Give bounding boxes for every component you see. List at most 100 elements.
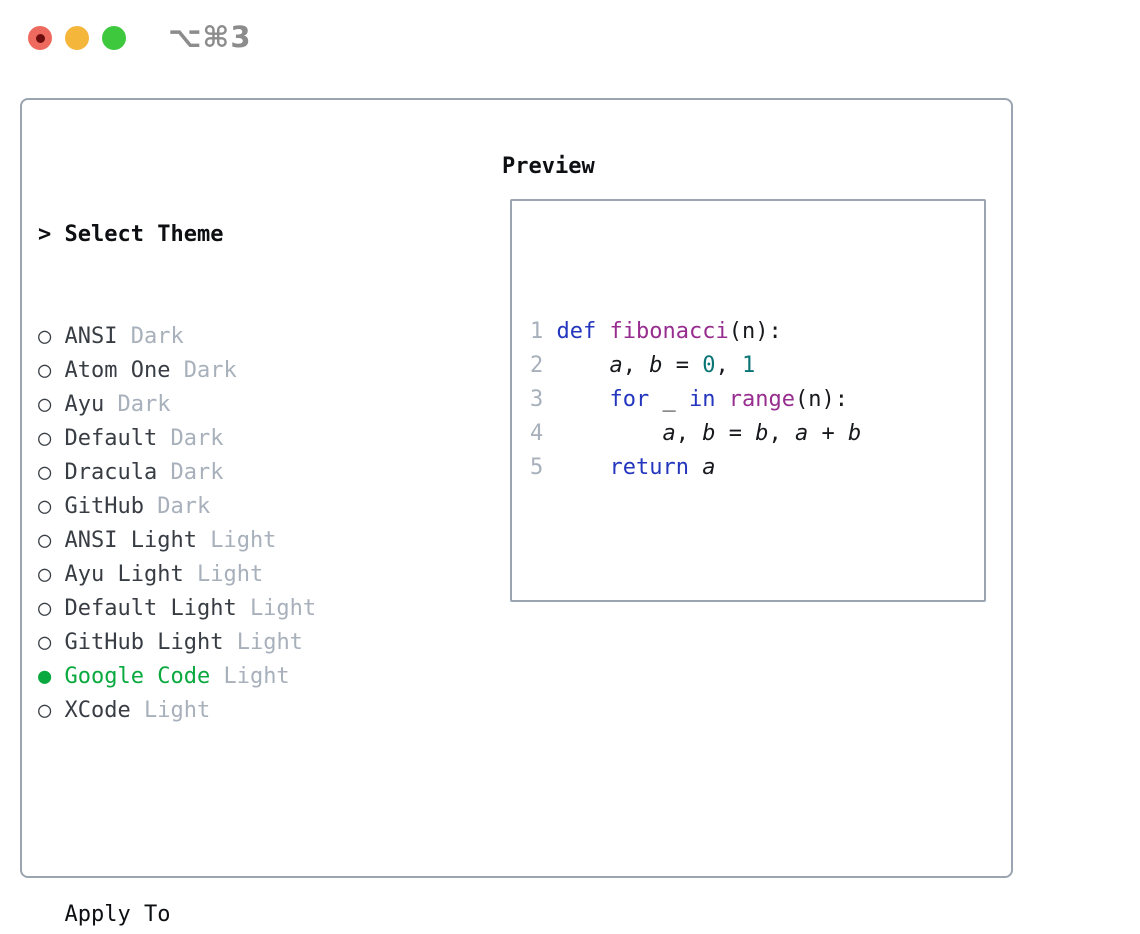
code-line-1: 1 def fibonacci(n): bbox=[530, 315, 984, 349]
theme-variant: Dark bbox=[117, 392, 171, 417]
code-line-5: 5 return a bbox=[530, 451, 984, 485]
code-token: ): bbox=[821, 387, 848, 412]
theme-name: Ayu Light bbox=[64, 562, 184, 587]
code-token: a bbox=[794, 421, 809, 446]
theme-variant: Dark bbox=[157, 494, 211, 519]
code-line-2: 2 a, b = 0, 1 bbox=[530, 349, 984, 383]
theme-name: Default Light bbox=[64, 596, 237, 621]
theme-option-ansi-dark[interactable]: ○ ANSI Dark bbox=[38, 320, 458, 354]
code-token: n bbox=[741, 319, 756, 344]
theme-name: GitHub bbox=[64, 494, 144, 519]
code-line-4: 4 a, b = b, a + b bbox=[530, 417, 984, 451]
traffic-lights bbox=[28, 26, 126, 50]
radio-unselected-icon: ○ bbox=[38, 358, 52, 383]
select-theme-label: Select Theme bbox=[64, 222, 224, 247]
theme-option-default-light-light[interactable]: ○ Default Light Light bbox=[38, 592, 458, 626]
code-token: in bbox=[688, 387, 716, 412]
code-token: range bbox=[728, 387, 795, 412]
theme-option-dracula-dark[interactable]: ○ Dracula Dark bbox=[38, 456, 458, 490]
theme-list: ○ ANSI Dark○ Atom One Dark○ Ayu Dark○ De… bbox=[38, 320, 458, 728]
theme-variant: Dark bbox=[170, 426, 224, 451]
theme-variant: Dark bbox=[170, 460, 224, 485]
code-token: ): bbox=[755, 319, 782, 344]
theme-option-github-light-light[interactable]: ○ GitHub Light Light bbox=[38, 626, 458, 660]
code-token: , bbox=[622, 353, 650, 378]
close-button[interactable] bbox=[28, 26, 52, 50]
code-token: return bbox=[609, 455, 689, 480]
code-token: for bbox=[609, 387, 650, 412]
code-token bbox=[557, 387, 610, 412]
code-token bbox=[557, 353, 610, 378]
radio-unselected-icon: ○ bbox=[38, 562, 52, 587]
theme-option-ansi-light-light[interactable]: ○ ANSI Light Light bbox=[38, 524, 458, 558]
theme-name: ANSI Light bbox=[64, 528, 197, 553]
code-token: , bbox=[768, 421, 795, 446]
theme-name: Atom One bbox=[64, 358, 171, 383]
theme-option-atom-one-dark[interactable]: ○ Atom One Dark bbox=[38, 354, 458, 388]
theme-variant: Dark bbox=[183, 358, 237, 383]
radio-unselected-icon: ○ bbox=[38, 324, 52, 349]
spacer bbox=[38, 796, 458, 830]
code-token: = bbox=[662, 353, 703, 378]
line-number: 1 bbox=[530, 319, 544, 344]
theme-variant: Light bbox=[236, 630, 303, 655]
code-token: b bbox=[755, 421, 769, 446]
window-titlebar: ⌥⌘3 bbox=[0, 0, 1140, 70]
code-token: b bbox=[847, 421, 862, 446]
code-token: ( bbox=[794, 387, 809, 412]
theme-variant: Light bbox=[223, 664, 290, 689]
code-token: ( bbox=[728, 319, 742, 344]
theme-option-github-dark[interactable]: ○ GitHub Dark bbox=[38, 490, 458, 524]
code-token: b bbox=[649, 353, 663, 378]
radio-unselected-icon: ○ bbox=[38, 392, 52, 417]
theme-option-xcode-light[interactable]: ○ XCode Light bbox=[38, 694, 458, 728]
code-token: n bbox=[808, 387, 822, 412]
theme-picker-panel: > Select Theme ○ ANSI Dark○ Atom One Dar… bbox=[20, 98, 1013, 927]
radio-unselected-icon: ○ bbox=[38, 494, 52, 519]
code-token: def bbox=[556, 319, 597, 344]
code-token: a bbox=[662, 421, 676, 446]
spacer bbox=[530, 553, 984, 587]
theme-name: Google Code bbox=[64, 664, 211, 689]
preview-title: Preview bbox=[502, 154, 595, 179]
line-number: 5 bbox=[530, 455, 544, 480]
zoom-button[interactable] bbox=[102, 26, 126, 50]
theme-name: Ayu bbox=[64, 392, 105, 417]
theme-name: GitHub Light bbox=[64, 630, 224, 655]
code-token: , bbox=[675, 421, 703, 446]
theme-option-default-dark[interactable]: ○ Default Dark bbox=[38, 422, 458, 456]
code-token: _ bbox=[649, 387, 689, 412]
minimize-button[interactable] bbox=[65, 26, 89, 50]
code-token: 0 bbox=[702, 353, 716, 378]
radio-selected-icon: ● bbox=[38, 664, 52, 689]
radio-unselected-icon: ○ bbox=[38, 528, 52, 553]
code-token bbox=[557, 421, 663, 446]
code-token: a bbox=[702, 455, 716, 480]
theme-variant: Light bbox=[196, 562, 264, 587]
theme-name: Dracula bbox=[64, 460, 158, 485]
apply-to-header: Apply To bbox=[38, 898, 458, 932]
radio-unselected-icon: ○ bbox=[38, 426, 52, 451]
preview-column: Preview 1 def fibonacci(n):2 a, b = 0, 1… bbox=[502, 150, 986, 602]
code-token: + bbox=[808, 421, 848, 446]
code-token: 1 bbox=[741, 353, 756, 378]
window-title: ⌥⌘3 bbox=[168, 20, 252, 54]
radio-unselected-icon: ○ bbox=[38, 460, 52, 485]
close-dot-icon bbox=[35, 33, 45, 43]
code-token: fibonacci bbox=[609, 319, 729, 344]
theme-variant: Light bbox=[249, 596, 317, 621]
theme-option-ayu-light-light[interactable]: ○ Ayu Light Light bbox=[38, 558, 458, 592]
theme-option-google-code-light[interactable]: ● Google Code Light bbox=[38, 660, 458, 694]
radio-unselected-icon: ○ bbox=[38, 596, 52, 621]
theme-name: ANSI bbox=[64, 324, 118, 349]
code-token bbox=[715, 387, 728, 412]
radio-unselected-icon: ○ bbox=[38, 698, 52, 723]
code-token: b bbox=[702, 421, 716, 446]
theme-option-ayu-dark[interactable]: ○ Ayu Dark bbox=[38, 388, 458, 422]
line-number: 3 bbox=[530, 387, 544, 412]
line-number: 2 bbox=[530, 353, 544, 378]
code-token: = bbox=[715, 421, 756, 446]
code-token bbox=[596, 319, 609, 344]
